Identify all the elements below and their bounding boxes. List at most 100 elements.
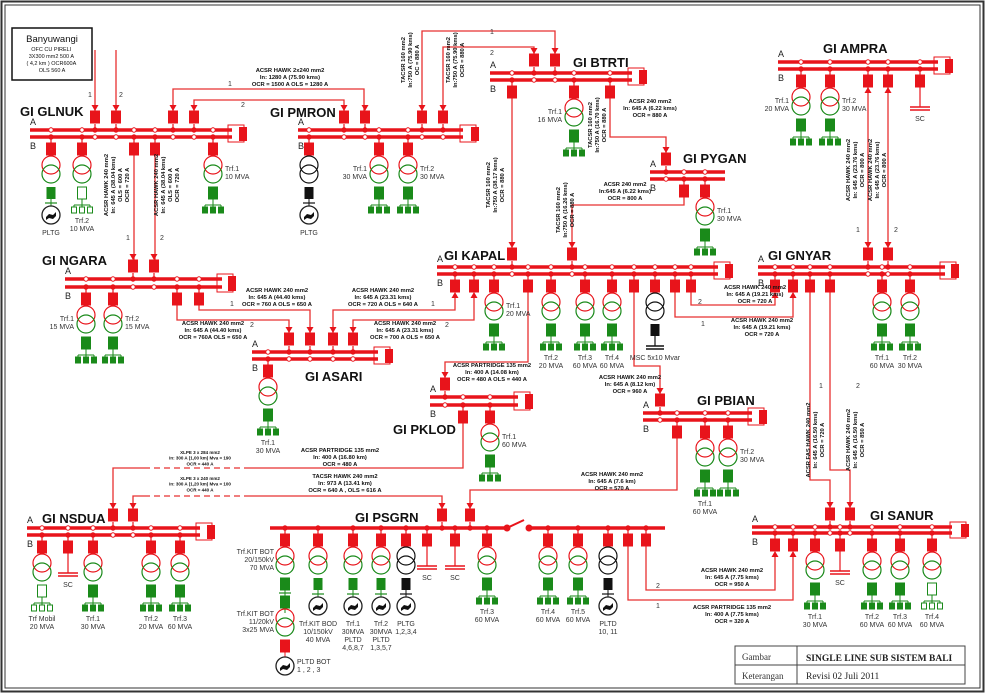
bus-node — [907, 271, 913, 277]
label-line: In: 645 A (19.21 kms) — [734, 325, 791, 331]
bus-node — [688, 264, 694, 270]
circuit-breaker — [489, 323, 499, 337]
winding — [275, 546, 295, 566]
bus-coupler — [627, 67, 647, 86]
arrow-down-icon — [150, 254, 158, 260]
circuit-breaker — [507, 247, 517, 261]
circuit-breaker — [877, 279, 887, 293]
bus-node — [609, 264, 615, 270]
bus-node — [702, 169, 708, 175]
load-icon — [929, 602, 935, 610]
label-line: In: 645 A (6.22 kms) — [623, 106, 677, 112]
load-feeders-icon — [169, 602, 191, 612]
circuit-breaker — [168, 110, 178, 124]
bus-coupler — [373, 346, 393, 365]
load-feeders-icon — [82, 602, 104, 612]
circuit-breaker — [450, 279, 460, 293]
label-line: Trf.1 — [86, 616, 100, 623]
incoming-bay — [360, 105, 370, 130]
label-line: 30 MVA — [256, 448, 281, 455]
load-icon — [98, 604, 104, 612]
label-line: ACSR 240 mm2 — [629, 99, 672, 105]
generator-icon — [275, 656, 295, 676]
arrow-down-icon — [129, 503, 137, 509]
winding — [258, 377, 278, 397]
circuit-breaker — [129, 142, 139, 156]
winding — [369, 164, 389, 184]
bus-node — [885, 66, 891, 72]
circuit-breaker — [328, 332, 338, 346]
transformer-bay: PLTG — [41, 137, 61, 237]
label-line: Trf.KIT BOT — [237, 611, 275, 618]
winding — [922, 551, 942, 571]
bus-coupler — [713, 261, 733, 280]
winding — [371, 546, 391, 566]
bus-node — [772, 524, 778, 530]
bus-node — [376, 134, 382, 140]
label-line: Trf.3 — [480, 609, 494, 616]
incoming-bay — [863, 242, 873, 267]
incoming-bay — [305, 327, 315, 352]
label-line: 4,6,8,7 — [342, 645, 364, 652]
label-line: 1 , 2 , 3 — [297, 667, 320, 674]
circuit-breaker — [77, 142, 87, 156]
bus-node — [790, 524, 796, 530]
circuit-breaker — [417, 110, 427, 124]
label-line: OCR = 720 A — [745, 332, 781, 338]
incoming-bay — [883, 242, 893, 267]
bus-node — [83, 276, 89, 282]
circuit-breaker — [77, 186, 87, 200]
label-line: OCR = 640 A , OLS = 616 A — [308, 488, 382, 494]
arrow-down-icon — [662, 147, 670, 153]
feeder-bay — [623, 528, 633, 547]
load-icon — [177, 604, 183, 612]
label-line: 60 MVA — [573, 363, 598, 370]
circuit-breaker — [523, 279, 533, 293]
capacitor-bay: SC — [830, 533, 850, 587]
bus-node — [907, 264, 913, 270]
winding — [695, 438, 715, 458]
label-line: Trf.1 — [775, 98, 789, 105]
arrow-up-icon — [789, 551, 797, 557]
label-line: 60 MVA — [566, 617, 591, 624]
transformer-icon — [83, 553, 103, 582]
substation-name: GI PBIAN — [697, 393, 755, 408]
label-line: 60 MVA — [536, 617, 561, 624]
winding — [890, 551, 910, 571]
label-line: 30MVA — [370, 629, 393, 636]
circuit-breaker — [403, 142, 413, 156]
load-icon — [413, 206, 419, 214]
bus-node — [196, 284, 202, 290]
label-line: 30 MVA — [842, 106, 867, 113]
circuit-breaker — [489, 279, 499, 293]
circuit-breaker — [46, 142, 56, 156]
label-line: OCR = 800 A — [882, 152, 888, 188]
bus-a-label: A — [298, 117, 304, 127]
label-line: 20 MVA — [539, 363, 564, 370]
winding — [103, 314, 123, 334]
load-icon — [601, 343, 607, 351]
incoming-bay — [168, 105, 178, 130]
load-icon — [118, 356, 124, 364]
label-line: Trf.KIT BOD — [299, 621, 337, 628]
bus-node — [177, 525, 183, 531]
label-line: PLTD — [372, 637, 389, 644]
winding — [299, 155, 319, 175]
label-line: Trf.2 — [740, 449, 754, 456]
bus-b-label: B — [437, 278, 443, 288]
bus-b-label: B — [30, 141, 36, 151]
winding — [258, 386, 278, 406]
winding — [564, 107, 584, 127]
label-line: ACSR HAWK 240 mm2 — [104, 154, 110, 216]
label-line: Trf.1 — [353, 166, 367, 173]
